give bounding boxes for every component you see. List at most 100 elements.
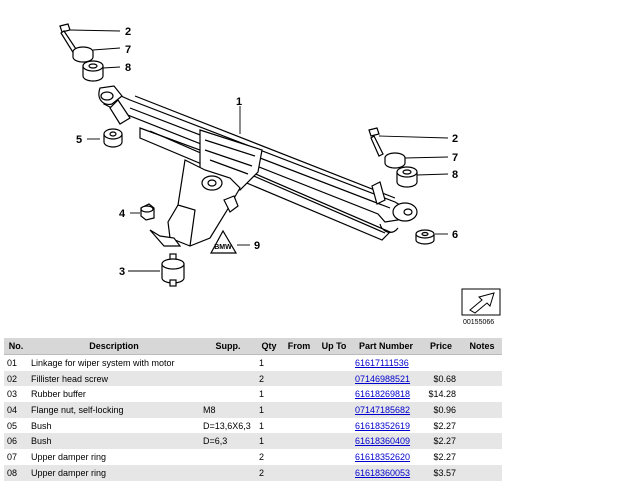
cell-supp: D=6,3	[200, 433, 256, 450]
cell-qty: 1	[256, 433, 282, 450]
cell-qty: 2	[259, 451, 265, 462]
cell-description: Flange nut, self-locking	[28, 402, 200, 418]
callout-number: 7	[452, 152, 458, 164]
part-number-link[interactable]: 61618352619	[355, 420, 411, 431]
svg-text:BMW: BMW	[214, 244, 232, 251]
cell-from	[282, 418, 316, 434]
table-row: 01 Linkage for wiper system with motor 1…	[4, 355, 502, 371]
flange-nut-icon	[140, 203, 155, 221]
cell-notes	[462, 464, 502, 481]
cell-price	[420, 355, 462, 371]
cell-no: 08	[4, 464, 28, 481]
cell-part-number: 61618352619	[352, 418, 420, 434]
parts-diagram: BMW 2 7 8 5 1 2 7 8 4 6 3 9 00155066	[59, 23, 501, 326]
cell-no: 03	[7, 389, 18, 400]
cell-qty: 1	[259, 420, 265, 431]
cell-qty: 1	[256, 402, 282, 418]
rubber-buffer-icon	[161, 253, 185, 287]
cell-part-number: 61618360053	[352, 464, 420, 481]
part-number-link[interactable]: 07147185682	[355, 404, 411, 415]
cell-supp: D=13,6X6,3	[203, 420, 251, 431]
part-number-link[interactable]: 61617111536	[355, 357, 409, 368]
cell-up-to	[316, 449, 352, 465]
cell-supp: M8	[200, 402, 256, 418]
column-header-no: No.	[4, 338, 28, 355]
cell-price: $2.27	[420, 433, 462, 450]
cell-part-number: 61618360409	[352, 433, 420, 450]
cell-price: $14.28	[428, 389, 456, 400]
cell-description: Bush	[31, 420, 52, 431]
table-row: 07 Upper damper ring 2 61618352620 $2.27	[4, 449, 502, 465]
callout-number: 6	[452, 229, 458, 241]
cell-from	[282, 370, 316, 387]
column-header-part-number: Part Number	[352, 338, 420, 355]
part-number-link[interactable]: 07146988521	[355, 373, 411, 384]
column-header-up-to: Up To	[316, 338, 352, 355]
cell-price: $2.27	[433, 420, 456, 431]
cell-from	[282, 464, 316, 481]
washer-icon	[384, 152, 406, 169]
part-number-link[interactable]: 61618352620	[355, 451, 411, 462]
part-number-link[interactable]: 61618360409	[355, 436, 411, 447]
cell-price: $0.96	[420, 402, 462, 418]
vehicle-direction-icon	[461, 288, 501, 316]
column-header-from: From	[282, 338, 316, 355]
part-number-link[interactable]: 61618360053	[355, 467, 411, 478]
callout-number: 9	[254, 240, 260, 252]
bush-icon	[415, 229, 435, 245]
cell-notes	[462, 418, 502, 434]
callout-number: 2	[452, 133, 458, 145]
cell-price: $2.27	[433, 451, 456, 462]
cell-from	[282, 355, 316, 371]
cell-supp	[200, 370, 256, 387]
cell-description: Upper damper ring	[28, 464, 200, 481]
cell-part-number: 61618352620	[352, 449, 420, 465]
cell-up-to	[316, 464, 352, 481]
callout-number: 4	[119, 208, 126, 220]
callout-number: 8	[125, 62, 131, 74]
cell-supp	[200, 355, 256, 371]
cell-part-number: 07146988521	[352, 370, 420, 387]
cell-supp	[200, 464, 256, 481]
table-row: 08 Upper damper ring 2 61618360053 $3.57	[4, 464, 502, 481]
cell-up-to	[316, 418, 352, 434]
damper-ring-icon	[396, 166, 418, 188]
cell-from	[282, 449, 316, 465]
cell-supp	[200, 386, 256, 402]
cell-no: 01	[7, 357, 18, 368]
callouts: 2 7 8 5 1 2 7 8 4 6 3 9	[76, 26, 458, 278]
column-header-notes: Notes	[462, 338, 502, 355]
damper-ring-icon	[82, 60, 104, 82]
table-row: 02 Fillister head screw 2 07146988521 $0…	[4, 370, 502, 387]
cell-notes	[462, 402, 502, 418]
cell-price: $0.68	[420, 370, 462, 387]
cell-part-number: 61618269818	[352, 386, 420, 402]
cell-part-number: 07147185682	[352, 402, 420, 418]
bush-icon	[103, 128, 123, 148]
cell-part-number: 61617111536	[352, 355, 420, 371]
cell-notes	[462, 449, 502, 465]
cell-up-to	[316, 402, 352, 418]
column-header-description: Description	[28, 338, 200, 355]
cell-description: Linkage for wiper system with motor	[31, 357, 175, 368]
table-row: 03 Rubber buffer 1 61618269818 $14.28	[4, 386, 502, 402]
cell-description: Fillister head screw	[28, 370, 200, 387]
cell-no: 02	[4, 370, 28, 387]
callout-number: 3	[119, 266, 125, 278]
warning-label-icon: BMW	[209, 229, 238, 254]
cell-up-to	[316, 433, 352, 450]
cell-description: Bush	[28, 433, 200, 450]
cell-notes	[462, 355, 502, 371]
column-header-supp: Supp.	[200, 338, 256, 355]
parts-table: No. Description Supp. Qty From Up To Par…	[4, 338, 502, 481]
leader-lines	[69, 29, 449, 272]
cell-qty: 2	[256, 370, 282, 387]
washer-icon	[72, 46, 94, 63]
column-header-price: Price	[420, 338, 462, 355]
screw-icon	[368, 127, 384, 157]
wiper-linkage	[98, 85, 418, 247]
cell-no: 04	[4, 402, 28, 418]
cell-qty: 2	[256, 464, 282, 481]
part-number-link[interactable]: 61618269818	[355, 389, 411, 400]
column-header-qty: Qty	[256, 338, 282, 355]
